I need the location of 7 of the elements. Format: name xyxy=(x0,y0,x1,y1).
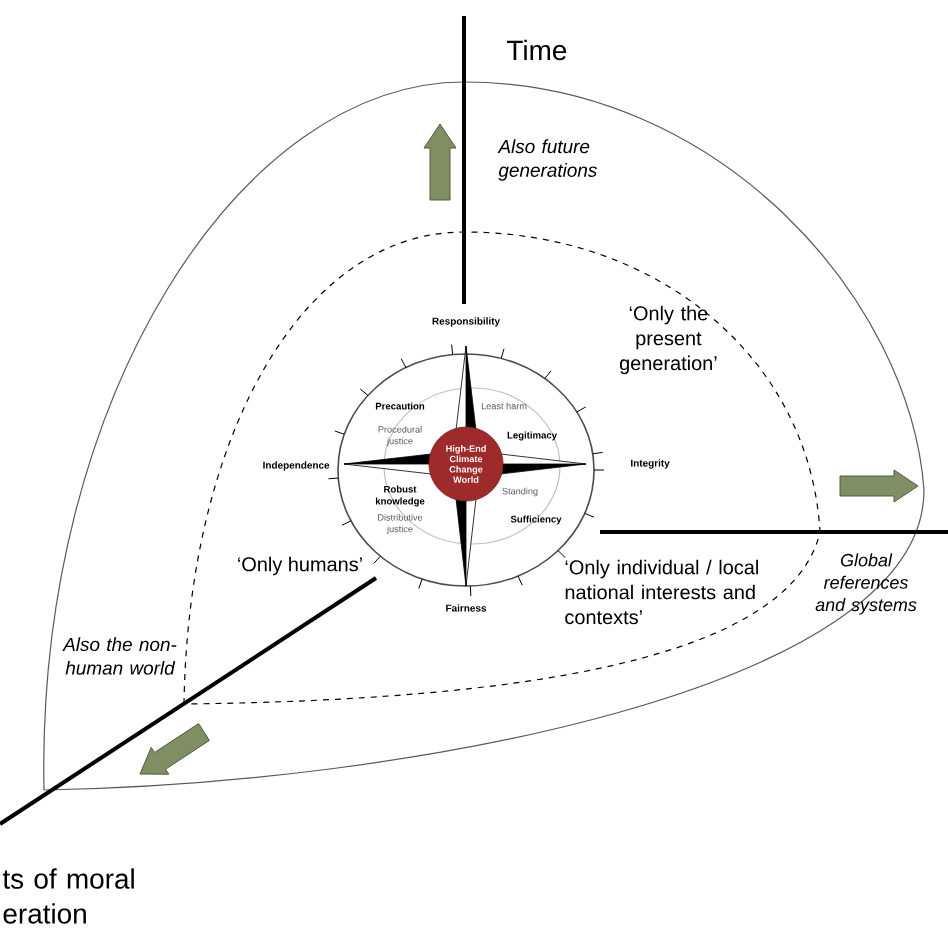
annotation-text: Also the non-human world xyxy=(62,637,177,675)
axis-title: Time xyxy=(507,39,567,61)
annotation-text: Also future generations xyxy=(497,139,597,181)
annotation-text: ‘Only individual / local national interests and contexts’ xyxy=(565,559,758,625)
axis-title: ts of moral eration xyxy=(2,868,134,924)
annotation-text: ‘Only the present generation’ xyxy=(619,305,717,375)
annotation-text: ‘Only humans’ xyxy=(238,556,362,576)
